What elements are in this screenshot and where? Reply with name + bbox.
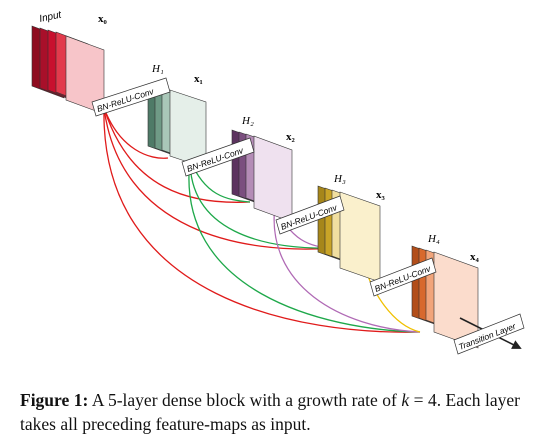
figure-caption: Figure 1: A 5-layer dense block with a g… — [20, 388, 520, 436]
caption-text: A 5-layer dense block with a growth rate… — [88, 390, 402, 410]
connection-arrow — [188, 159, 421, 333]
x3-label: x₃ — [376, 189, 386, 201]
h4-label: H₄ — [427, 233, 440, 245]
caption-text-end: = 4. Each layer takes all preceding feat… — [20, 390, 520, 434]
connection-arrow — [273, 204, 421, 333]
layer-4-stack — [411, 245, 479, 349]
input-stack — [31, 25, 105, 115]
caption-k: k — [401, 390, 410, 410]
connection-arrow — [103, 107, 169, 159]
dense-block-figure: Input x₀ BN-ReLU-Conv H₁ x₁ BN-ReLU-Conv… — [31, 9, 525, 355]
caption-label: Figure 1: — [20, 390, 89, 410]
x0-label: x₀ — [98, 13, 108, 25]
input-label: Input — [38, 9, 63, 25]
h2-label: H₂ — [241, 115, 254, 127]
layer-1-stack — [147, 83, 207, 169]
x1-label: x₁ — [194, 73, 203, 85]
connection-arrow — [103, 107, 336, 250]
h3-label: H₃ — [333, 173, 346, 185]
x2-label: x₂ — [286, 131, 296, 143]
connection-arrow — [103, 107, 421, 333]
h1-label: H₁ — [151, 63, 164, 75]
skip-connections — [103, 107, 421, 333]
x4-label: x₄ — [470, 251, 480, 263]
connection-arrow — [189, 159, 336, 249]
connection-arrow — [103, 107, 251, 203]
